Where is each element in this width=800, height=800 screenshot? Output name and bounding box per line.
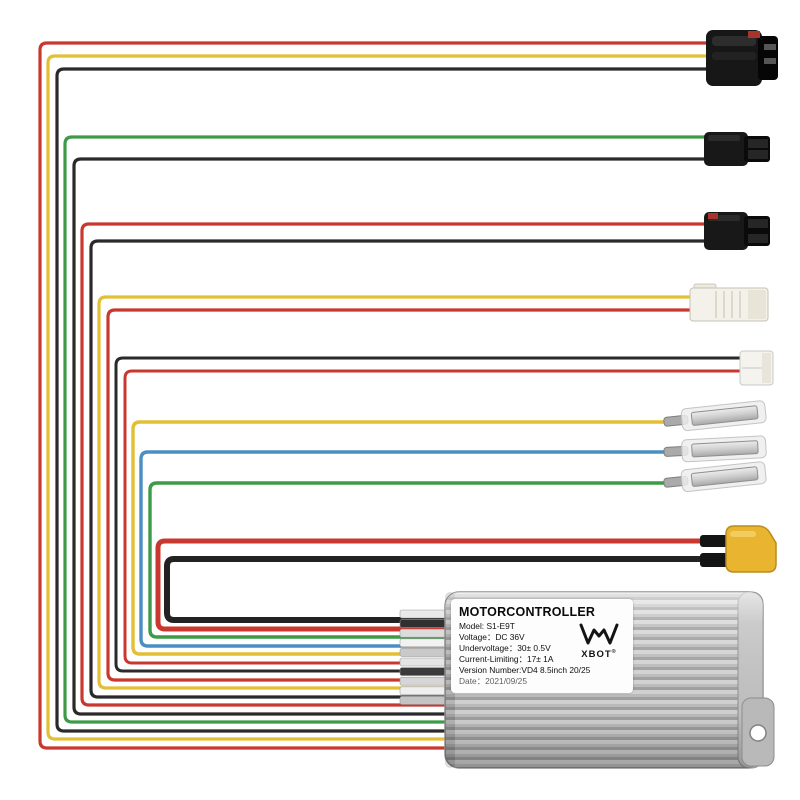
label-spec-line: Undervoltage：30± 0.5V <box>459 643 551 654</box>
wire-spade-yellow-wire <box>131 420 674 656</box>
wire-mini-red <box>123 369 746 665</box>
wire-xt60-black <box>164 556 711 623</box>
wire-plug-a-black <box>72 157 712 716</box>
wire-xt60-red <box>155 538 709 632</box>
brand-name: XBOT® <box>572 649 626 660</box>
xbot-logo: XBOT® <box>572 622 626 660</box>
connector-spade-blue <box>663 435 767 463</box>
brand-text: XBOT <box>581 649 612 661</box>
xbot-logo-mark <box>579 623 619 645</box>
label-spec-line: Model: S1-E9T <box>459 621 515 631</box>
connector-spade-yellow <box>663 400 767 432</box>
wire-plug-b-black <box>89 239 712 699</box>
label-spec-line: Date：2021/09/25 <box>459 676 527 687</box>
connector-plug-2pin-a <box>704 132 770 166</box>
connector-plug-2pin-b <box>704 212 770 250</box>
wires-layer <box>38 41 746 750</box>
wire-mini-black <box>114 356 746 673</box>
wire-plug-a-green <box>63 135 712 724</box>
label-spec-line: Current-Limiting：17± 1A <box>459 654 554 665</box>
wire-jst-red <box>106 308 698 682</box>
connector-xt60 <box>700 525 777 573</box>
connectors-layer <box>399 30 778 705</box>
wire-spade-blue-wire <box>139 450 674 648</box>
connector-white-jst <box>689 283 769 322</box>
label-spec-line: Version Number:VD4 8.5inch 20/25 <box>459 665 591 676</box>
label-spec-line: Voltage：DC 36V <box>459 632 525 643</box>
wire-jst-yellow <box>97 295 698 690</box>
registered-mark: ® <box>611 649 617 655</box>
connector-main-plug <box>706 30 778 86</box>
wire-spade-green-wire <box>148 481 674 639</box>
connector-harness-cluster <box>399 609 447 705</box>
label-title: MOTORCONTROLLER <box>459 605 596 619</box>
mounting-hole <box>749 724 767 742</box>
wire-main-red <box>38 41 714 750</box>
wire-main-black <box>55 67 714 733</box>
wire-plug-b-red <box>80 222 712 707</box>
wire-main-yellow <box>46 54 714 741</box>
connector-spade-green <box>663 461 767 493</box>
connector-white-mini <box>739 350 774 386</box>
